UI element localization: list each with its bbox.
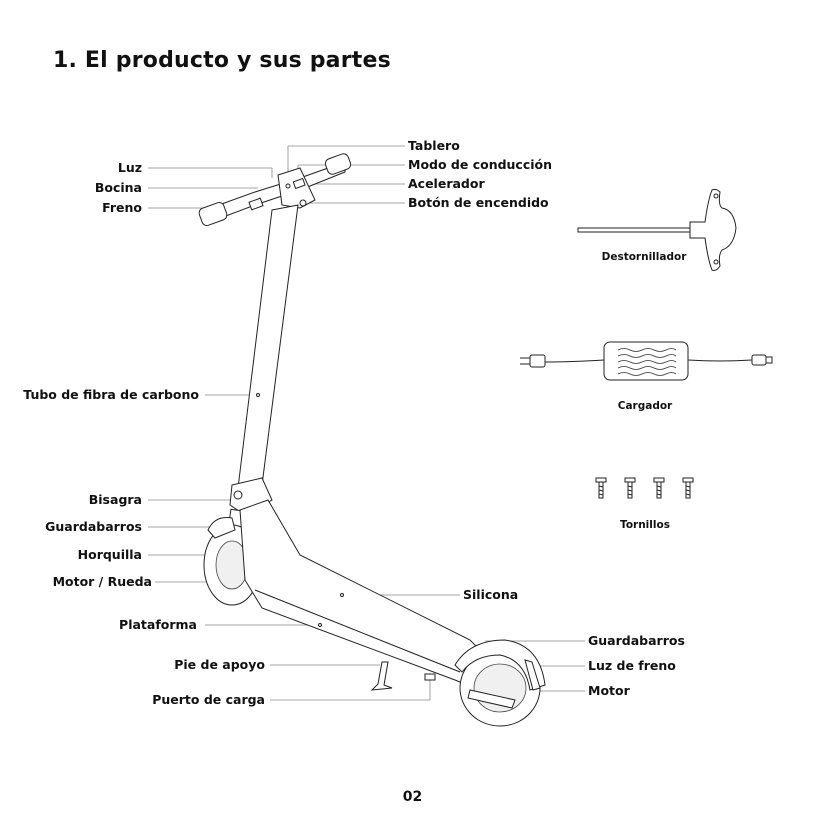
label-silicona: Silicona [463,587,519,602]
rear-wheel [454,639,546,727]
label-guardabarros-front: Guardabarros [45,519,142,534]
label-pie-apoyo: Pie de apoyo [174,657,265,672]
page-title: 1. El producto y sus partes [53,48,391,73]
label-tubo: Tubo de fibra de carbono [23,387,199,402]
kickstand [370,661,393,691]
page-number: 02 [402,789,423,805]
handlebar [198,153,352,226]
caption-cargador: Cargador [617,400,673,412]
label-bocina: Bocina [94,180,142,195]
charging-port [424,673,436,681]
caption-destornillador: Destornillador [601,251,687,263]
label-modo: Modo de conducción [408,157,553,172]
label-motor: Motor [588,683,630,698]
label-freno: Freno [102,200,142,215]
label-bisagra: Bisagra [88,492,142,507]
label-plataforma: Plataforma [119,617,197,632]
stem [237,204,299,489]
leader-lines-left [148,167,431,701]
caption-tornillos: Tornillos [620,519,670,531]
label-motor-rueda: Motor / Rueda [52,574,152,589]
screw-icon [595,477,694,499]
label-boton: Botón de encendido [408,195,549,210]
label-luz: Luz [117,160,142,175]
screwdriver-icon [577,188,737,271]
label-horquilla: Horquilla [77,547,142,562]
label-tablero: Tablero [408,138,460,153]
label-acelerador: Acelerador [408,176,485,191]
label-luz-freno: Luz de freno [588,658,676,673]
label-guardabarros-rear: Guardabarros [588,633,685,648]
charger-icon [520,341,773,381]
label-puerto-carga: Puerto de carga [152,692,265,707]
